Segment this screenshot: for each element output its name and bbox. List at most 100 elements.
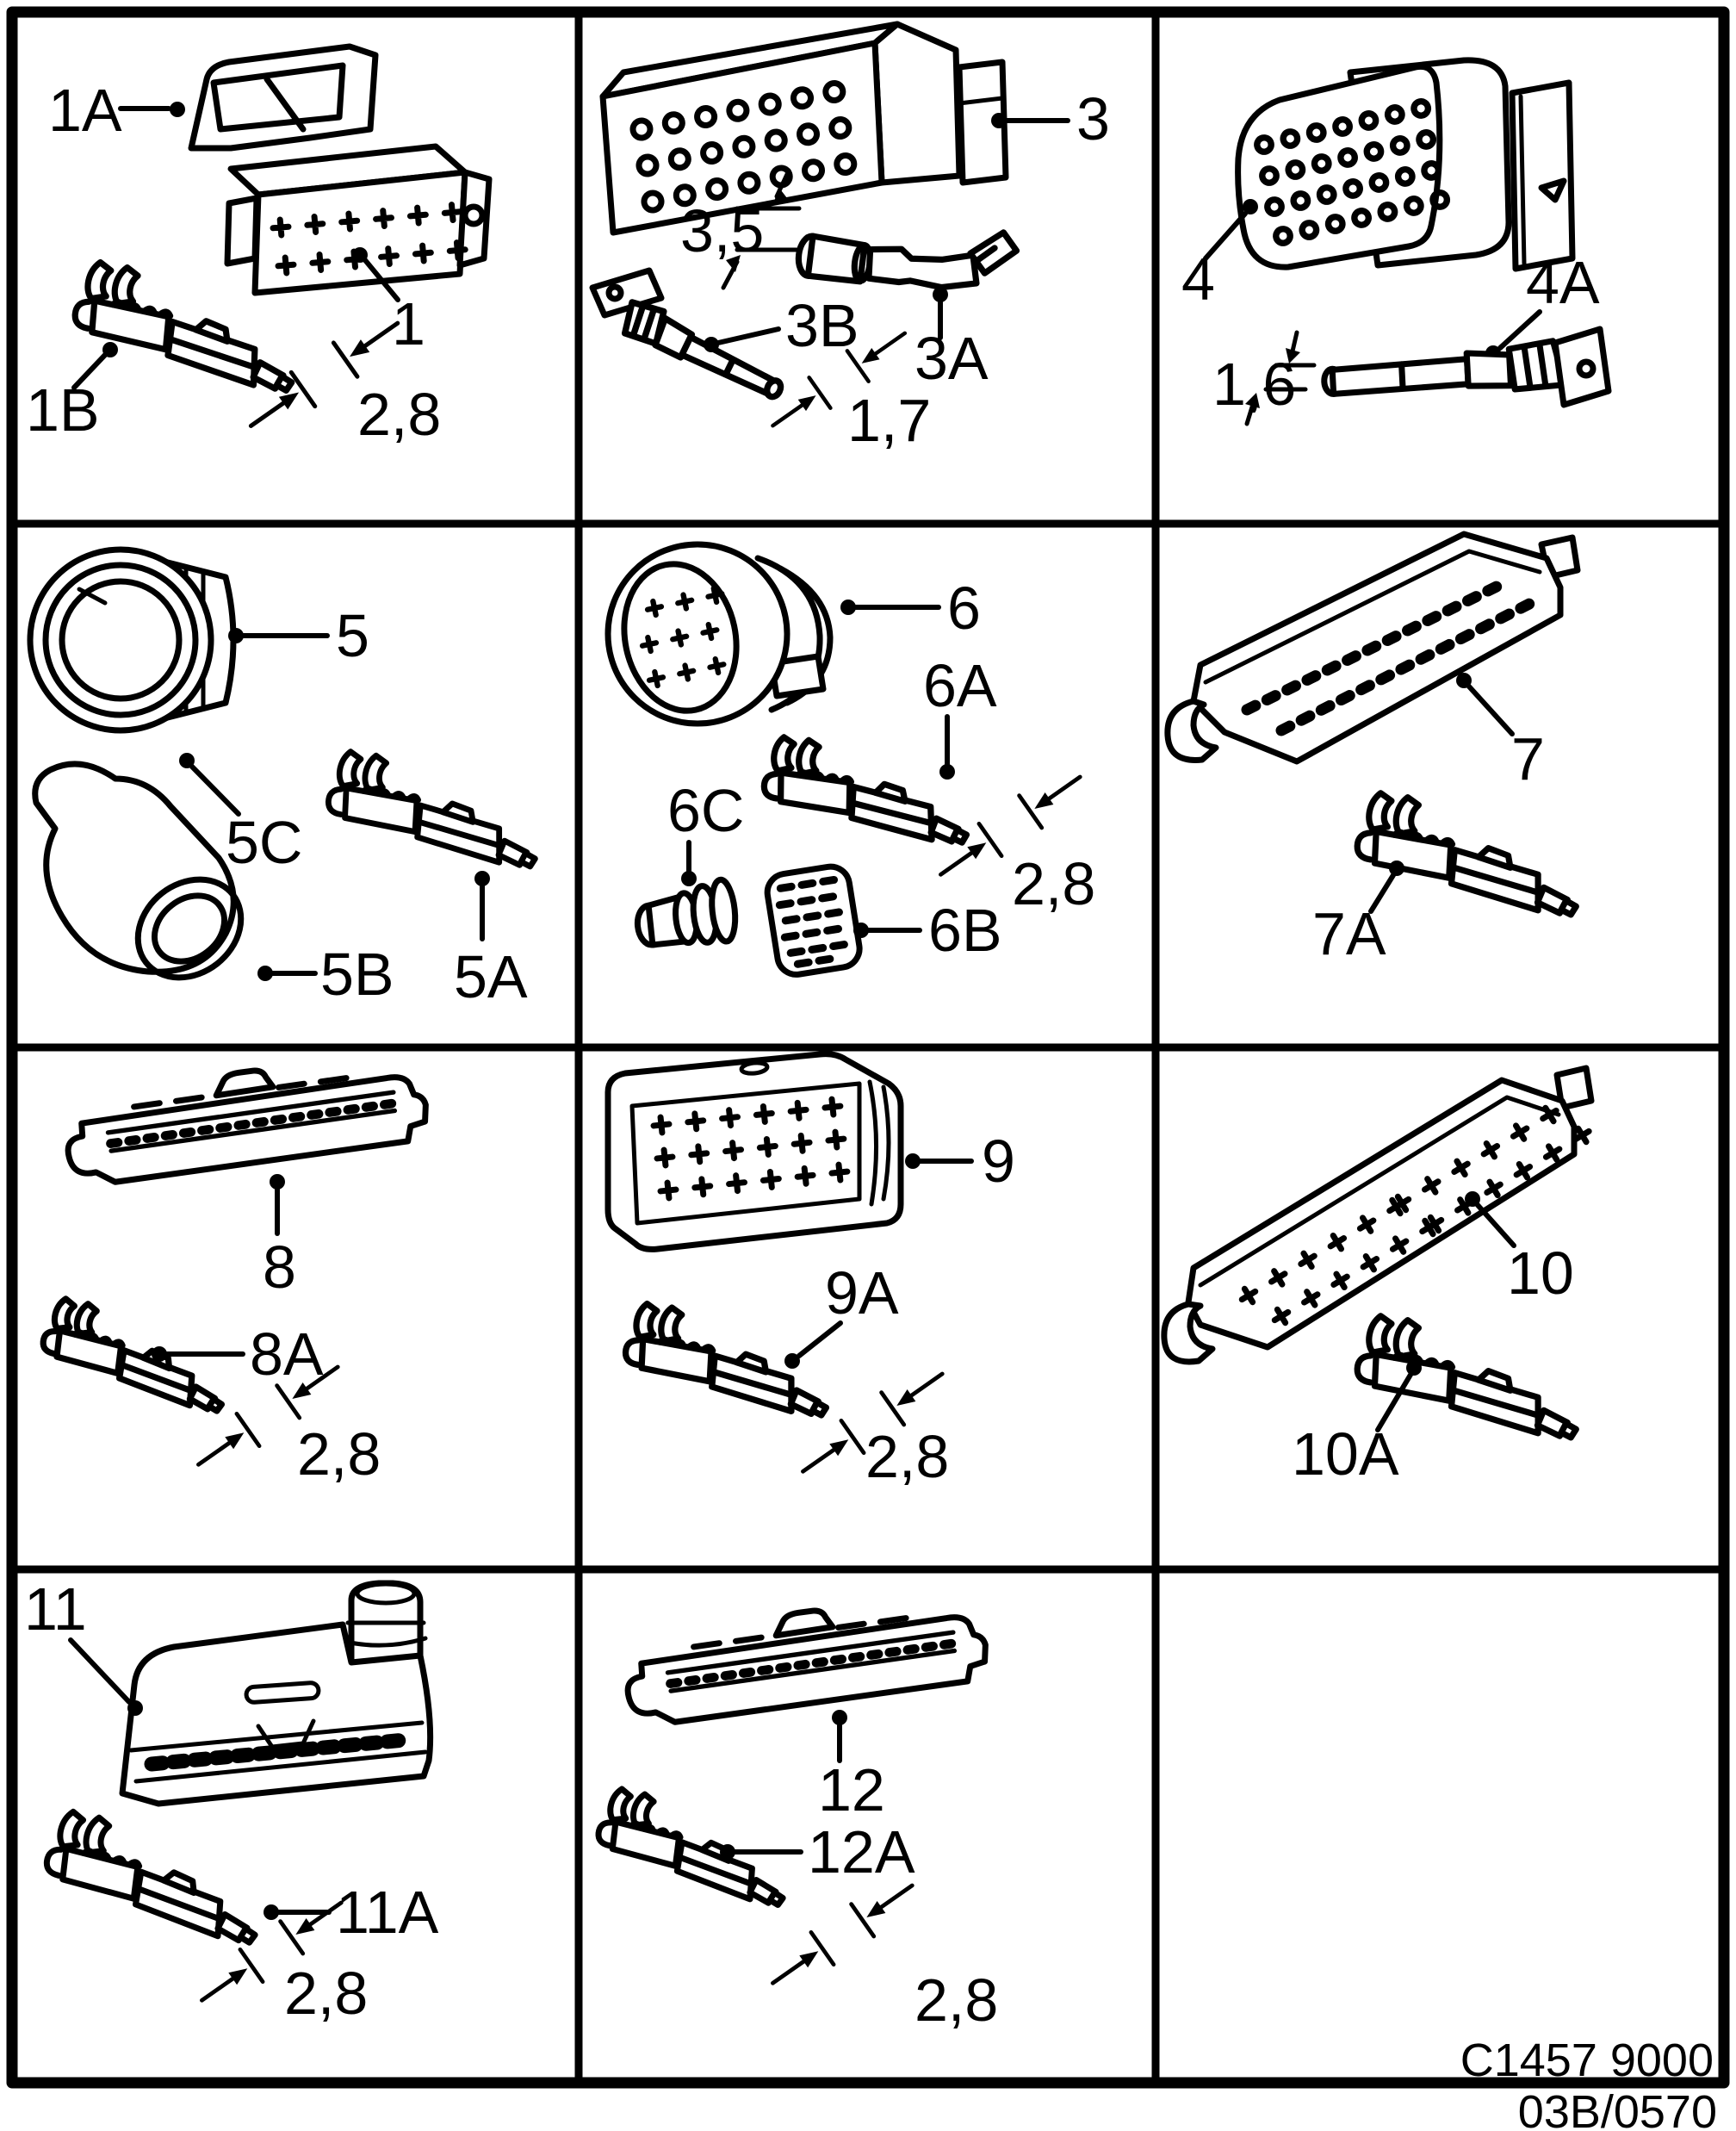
dim-arrows-12 — [761, 1869, 923, 1999]
leader-6c — [681, 840, 697, 886]
seal-6c-drawing — [634, 876, 739, 948]
label-11a: 11A — [336, 1879, 439, 1946]
cell-8: 9 9A 2,8 — [604, 1051, 1015, 1490]
label-3b: 3B — [785, 292, 859, 359]
terminal-4a-drawing — [1323, 326, 1612, 408]
leader-11a — [264, 1904, 332, 1920]
terminal-3b-drawing — [589, 267, 789, 406]
terminal-11a-drawing — [41, 1806, 275, 1947]
label-1a: 1A — [48, 77, 122, 144]
label-6c: 6C — [667, 777, 744, 844]
cell-3: 4 4A 1,6 — [1181, 57, 1612, 426]
label-5: 5 — [336, 602, 369, 669]
label-10a: 10A — [1292, 1420, 1399, 1488]
label-9a: 9A — [825, 1259, 899, 1326]
cell-7: 8 8A 2,8 — [38, 1059, 430, 1488]
cell-2: 3 3,5 3A 3B 1,7 — [589, 21, 1110, 454]
label-9: 9 — [982, 1128, 1015, 1195]
cell-4: 5 5C 5A 5B — [27, 546, 550, 1010]
leader-1b — [71, 342, 118, 390]
leader-5b — [257, 966, 318, 981]
housing-8-drawing — [64, 1059, 430, 1185]
leader-6a — [939, 714, 955, 780]
leader-6b — [853, 923, 922, 938]
label-6b: 6B — [928, 897, 1002, 964]
label-11: 11 — [24, 1575, 87, 1643]
leader-7a — [1368, 860, 1404, 914]
label-7a: 7A — [1312, 900, 1386, 967]
label-1b: 1B — [26, 376, 100, 444]
leader-4 — [1203, 199, 1258, 261]
dim-label-6: 2,8 — [1012, 850, 1095, 917]
dim-label-11: 2,8 — [284, 1960, 368, 2027]
leader-3b — [704, 326, 781, 352]
grid-frame — [6, 6, 1730, 2089]
dim-3-5 — [721, 168, 802, 290]
label-7: 7 — [1511, 725, 1545, 792]
label-3: 3 — [1076, 85, 1110, 152]
leader-1 — [352, 247, 400, 302]
terminal-12a-drawing — [593, 1784, 800, 1909]
page-code: 03B/0570 — [1518, 2086, 1717, 2131]
terminal-9a-drawing — [621, 1299, 840, 1419]
leader-12 — [832, 1710, 847, 1763]
housing-11-drawing — [119, 1580, 434, 1807]
leader-3a — [933, 287, 948, 340]
dim-label-12: 2,8 — [914, 1966, 998, 2034]
leader-10 — [1465, 1191, 1516, 1248]
label-5b: 5B — [320, 941, 394, 1008]
leader-3 — [991, 113, 1070, 128]
leader-8 — [270, 1174, 285, 1236]
housing-4-drawing — [1235, 57, 1576, 272]
cell-6: 7 7A — [1164, 531, 1592, 967]
leader-9 — [905, 1153, 974, 1169]
label-4: 4 — [1181, 245, 1215, 313]
dim-label-3-5: 3,5 — [680, 197, 764, 264]
leader-5c — [179, 753, 241, 817]
housing-10-drawing — [1161, 1065, 1593, 1365]
housing-3-drawing — [599, 21, 1009, 236]
label-12: 12 — [818, 1756, 885, 1823]
cell-5: 6 6A 2,8 6C 6B — [604, 541, 1095, 978]
housing-5-drawing — [27, 546, 237, 734]
terminal-3a-drawing — [797, 208, 1019, 301]
leader-12a — [720, 1844, 803, 1860]
leader-8a — [152, 1346, 245, 1362]
dim-label-1-6: 1,6 — [1212, 351, 1296, 418]
cell-1: 1A 1 1B 2,8 — [26, 43, 493, 448]
label-12a: 12A — [808, 1818, 915, 1886]
leader-5 — [228, 628, 330, 643]
boot-5b-drawing — [32, 761, 245, 981]
dim-1-6 — [1244, 330, 1317, 426]
cell-12: C1457 9000 — [1460, 2035, 1714, 2086]
housing-9-drawing — [604, 1051, 904, 1252]
housing-7-drawing — [1164, 531, 1581, 765]
cover-1a-drawing — [188, 43, 379, 152]
leader-7 — [1456, 673, 1515, 736]
label-3a: 3A — [914, 325, 989, 392]
terminal-5a-drawing — [324, 747, 550, 870]
leader-11 — [68, 1637, 143, 1716]
drawing-code: C1457 9000 — [1460, 2035, 1714, 2086]
cell-11: 12 12A 2,8 — [593, 1599, 998, 2034]
leader-5a — [474, 871, 490, 941]
terminal-7a-drawing — [1352, 788, 1591, 919]
dim-label-1: 2,8 — [357, 381, 441, 448]
label-6a: 6A — [923, 652, 997, 719]
label-6: 6 — [947, 575, 981, 642]
label-4a: 4A — [1526, 249, 1600, 316]
label-8a: 8A — [250, 1320, 324, 1388]
label-10: 10 — [1507, 1239, 1574, 1307]
cell-9: 10 10A — [1161, 1065, 1593, 1488]
dim-label-1-7: 1,7 — [847, 387, 931, 454]
cell-10: 11 11A 2,8 — [24, 1575, 439, 2027]
label-8: 8 — [263, 1233, 296, 1301]
housing-1-drawing — [224, 143, 493, 296]
label-5c: 5C — [226, 809, 302, 876]
pad-6b-drawing — [764, 863, 863, 978]
housing-6-drawing — [604, 541, 834, 727]
label-5a: 5A — [454, 943, 528, 1010]
leader-6 — [840, 600, 941, 615]
